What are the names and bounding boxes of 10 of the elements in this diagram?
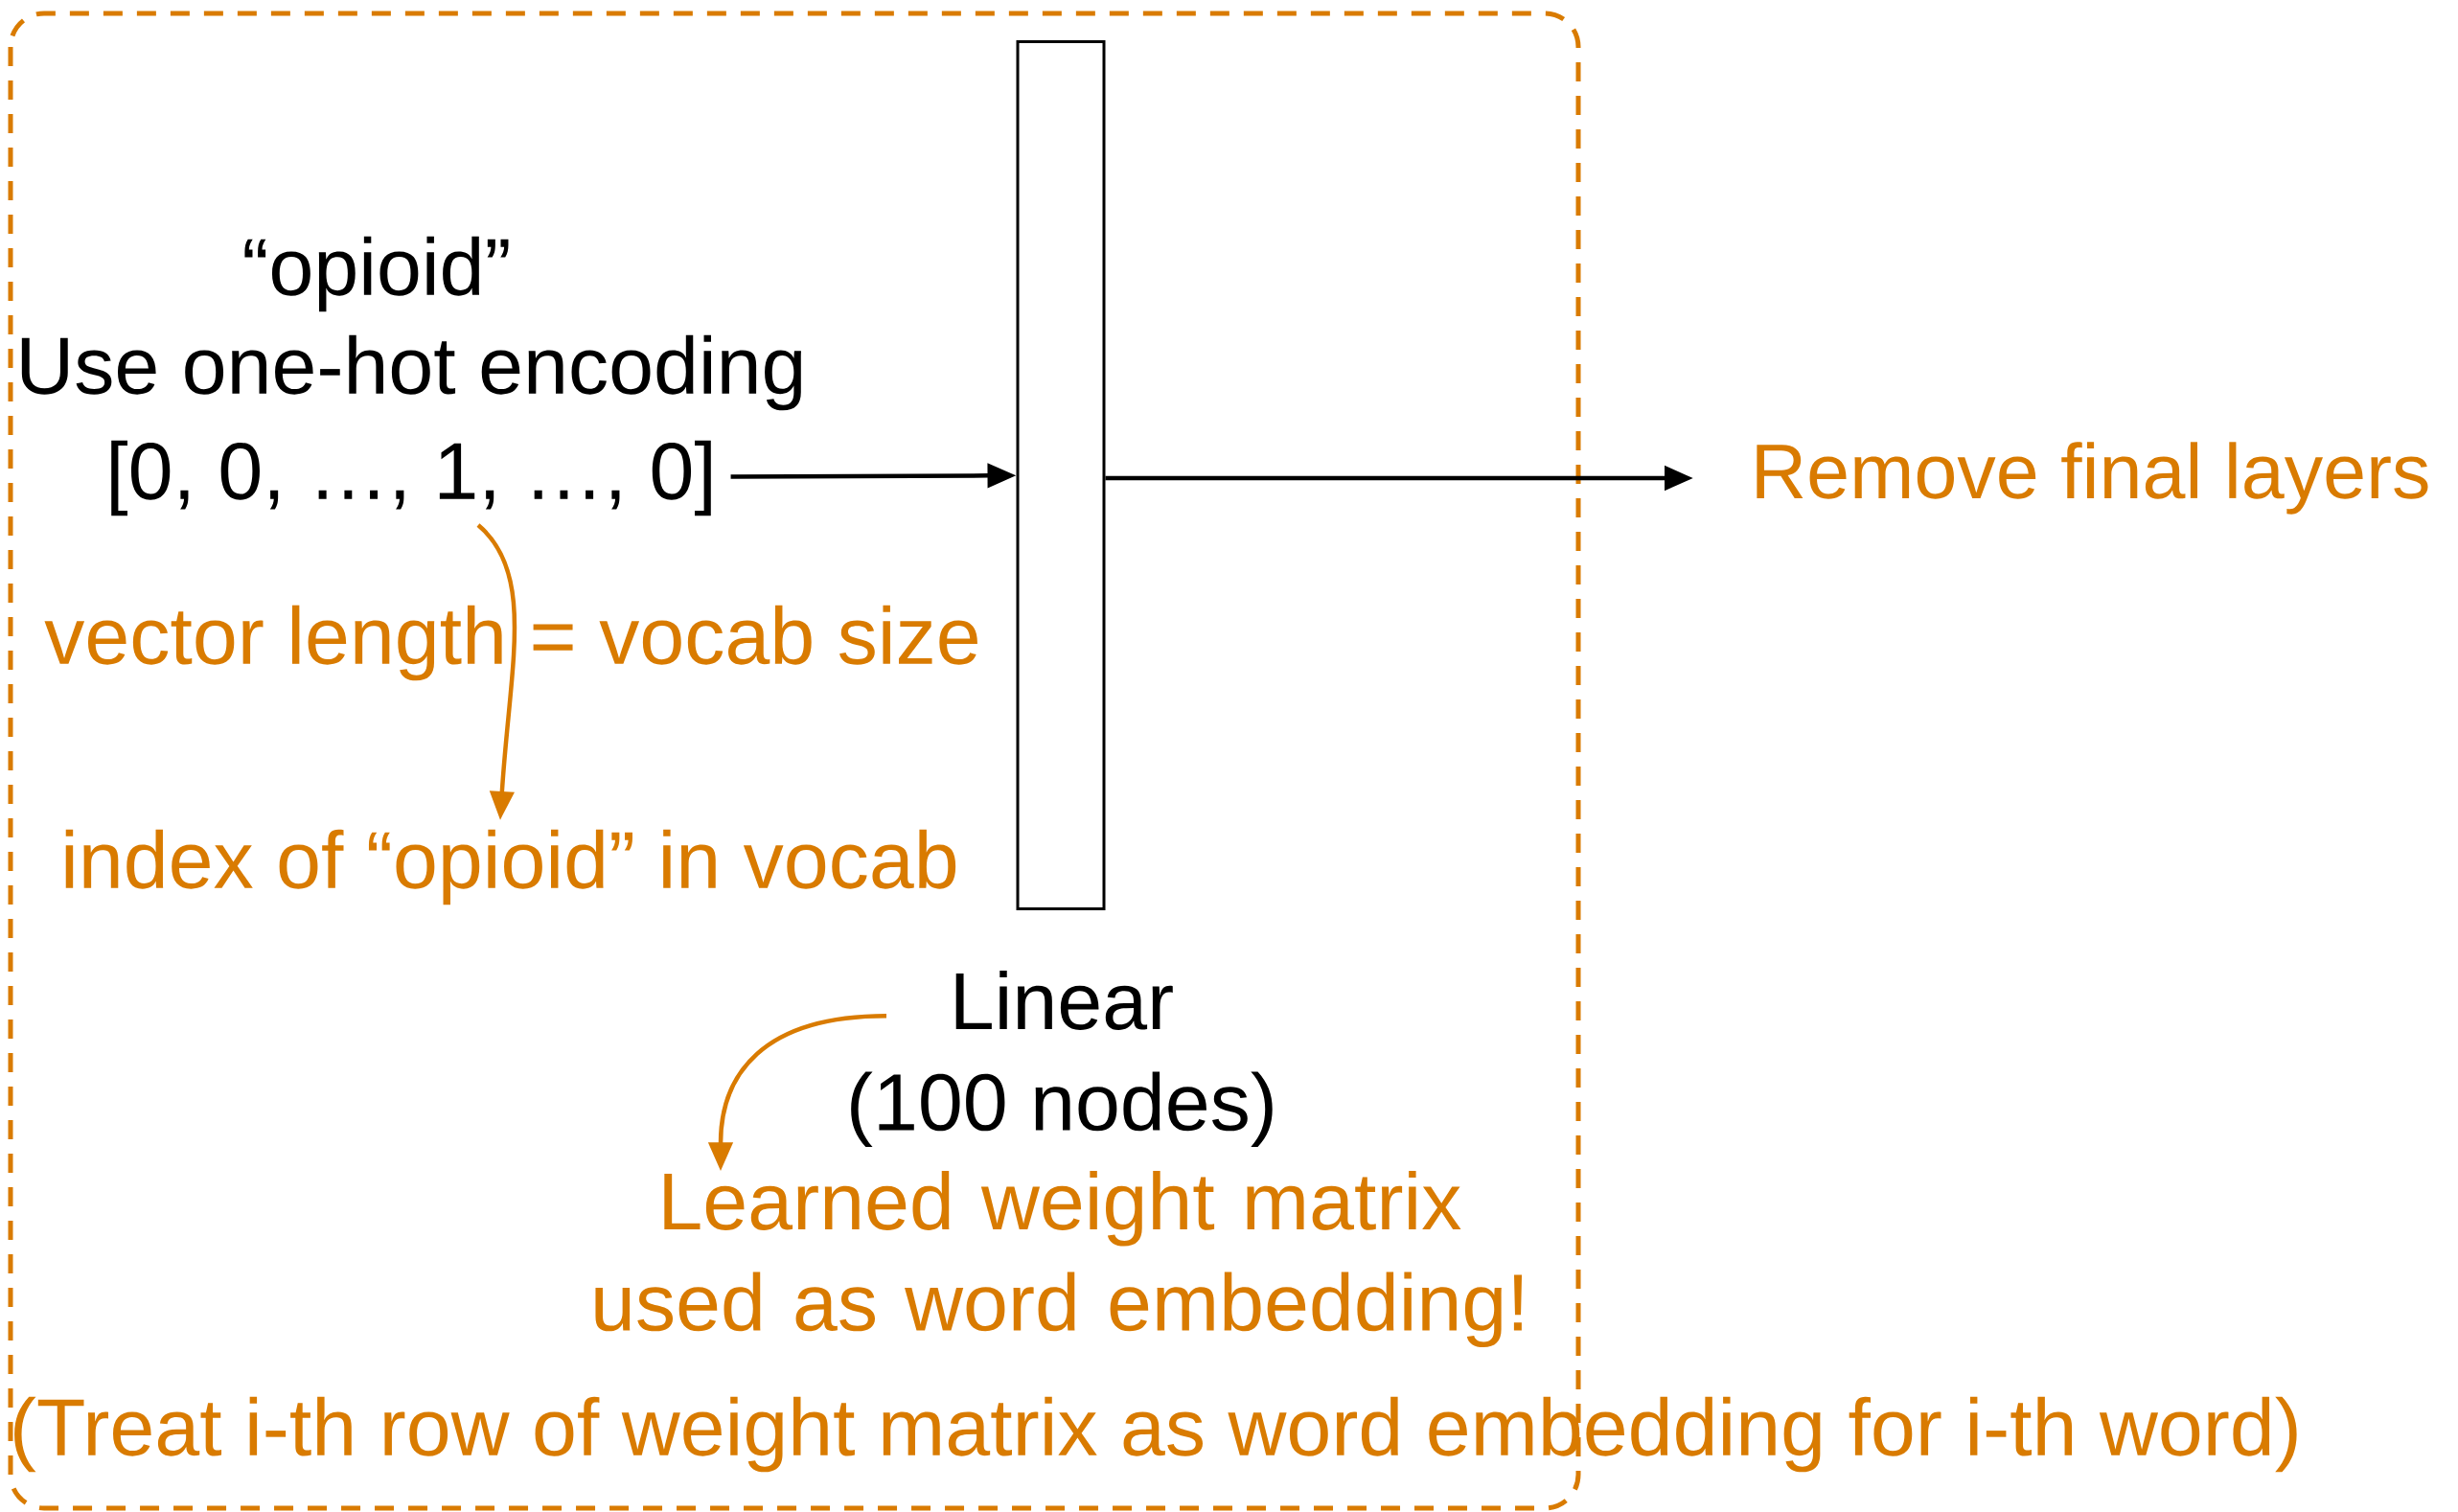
text-label: vector length = vocab size [44, 605, 977, 681]
annotation-text: Learned weight matrix used as word embedding! [595, 1170, 1523, 1348]
annotation-text: Remove final layers [1757, 442, 2428, 515]
text-label: (Treat i-th row of weight matrix as word embedding for i-th word) [14, 1396, 2297, 1473]
text-label: “opioid” [244, 236, 509, 312]
text-label: Use one-hot encoding [21, 334, 801, 411]
vector-text: [0, 0, …, 1, …, 0] [111, 440, 711, 516]
layer-label: Linear (100 nodes) [851, 971, 1273, 1147]
annotation-text: index of “opioid” in vocab [65, 829, 956, 905]
layer-bar [1016, 40, 1106, 910]
